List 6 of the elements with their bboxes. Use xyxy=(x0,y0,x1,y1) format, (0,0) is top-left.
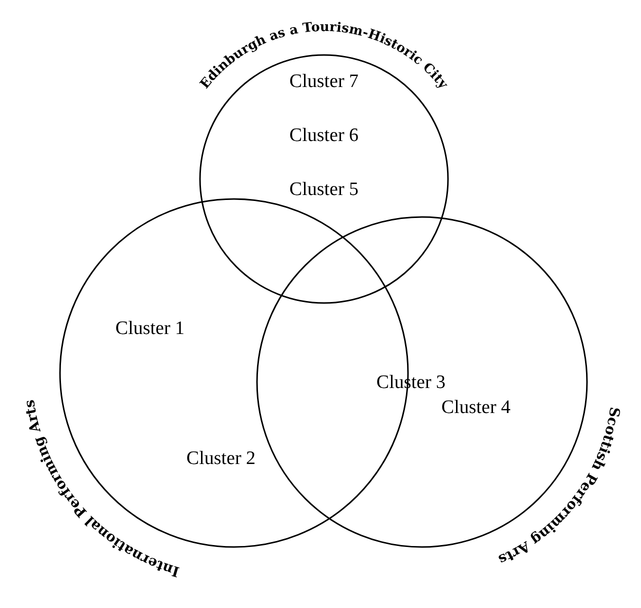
cluster-label: Cluster 7 xyxy=(288,70,360,94)
cluster-label: Cluster 4 xyxy=(440,396,512,420)
cluster-label: Cluster 5 xyxy=(288,178,360,202)
cluster-label: Cluster 6 xyxy=(288,124,360,148)
cluster-label: Cluster 1 xyxy=(114,317,186,341)
cluster-label: Cluster 2 xyxy=(185,447,257,471)
